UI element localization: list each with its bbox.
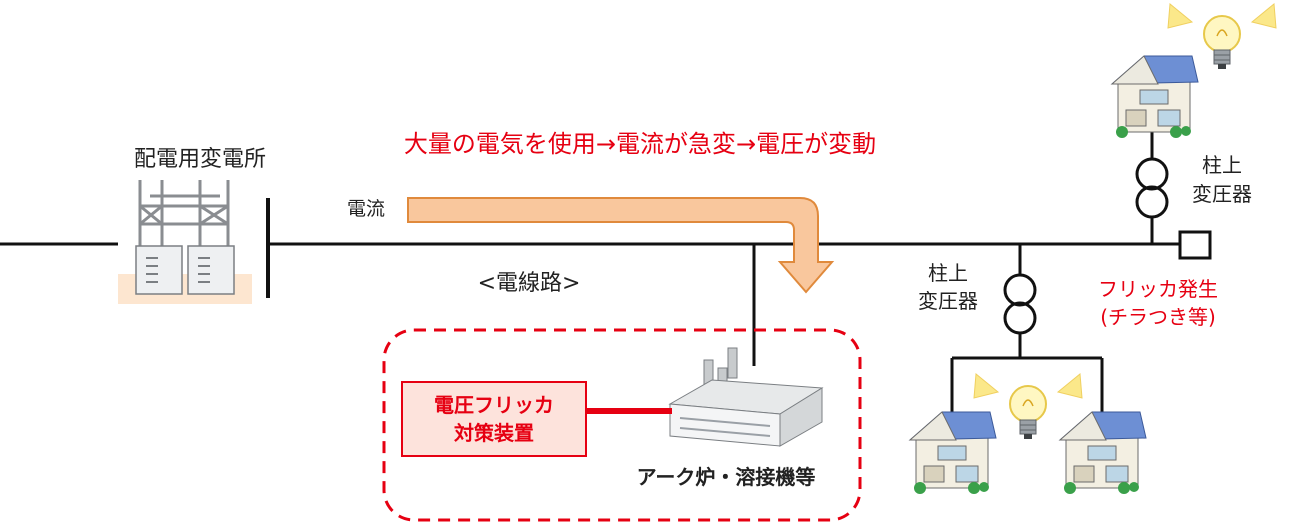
mid-transformer-lower-coil <box>1003 301 1037 335</box>
factory-label: アーク炉・溶接機等 <box>637 465 816 489</box>
countermeasure-label-1: 電圧フリッカ <box>434 393 554 417</box>
right-transformer-label-2: 変圧器 <box>1192 182 1252 206</box>
factory-icon <box>668 347 824 447</box>
flicker-point-marker <box>1178 230 1212 260</box>
current-label: 電流 <box>347 198 385 220</box>
countermeasure-box <box>401 381 587 457</box>
mid-transformer-label-1: 柱上 <box>928 261 968 285</box>
mid-transformer-label-2: 変圧器 <box>918 289 978 313</box>
mid-transformer-upper-coil <box>1003 273 1037 307</box>
substation-label: 配電用変電所 <box>134 147 266 172</box>
house-right-icon <box>1059 411 1147 495</box>
factory-zone <box>382 328 862 522</box>
headline: 大量の電気を使用→電流が急変→電圧が変動 <box>404 130 876 158</box>
line-label: <電線路> <box>478 271 581 296</box>
substation-icon <box>118 180 252 304</box>
right-transformer-lower-coil <box>1135 185 1169 219</box>
flicker-label-2: (チラつき等) <box>1100 305 1216 329</box>
right-transformer-label-1: 柱上 <box>1202 153 1242 177</box>
flicker-label-1: フリッカ発生 <box>1098 277 1218 301</box>
current-flow-arrow <box>407 197 835 294</box>
house-top-icon <box>1111 55 1199 139</box>
house-left-icon <box>909 411 997 495</box>
right-transformer-upper-coil <box>1135 157 1169 191</box>
countermeasure-label-2: 対策装置 <box>453 421 534 445</box>
